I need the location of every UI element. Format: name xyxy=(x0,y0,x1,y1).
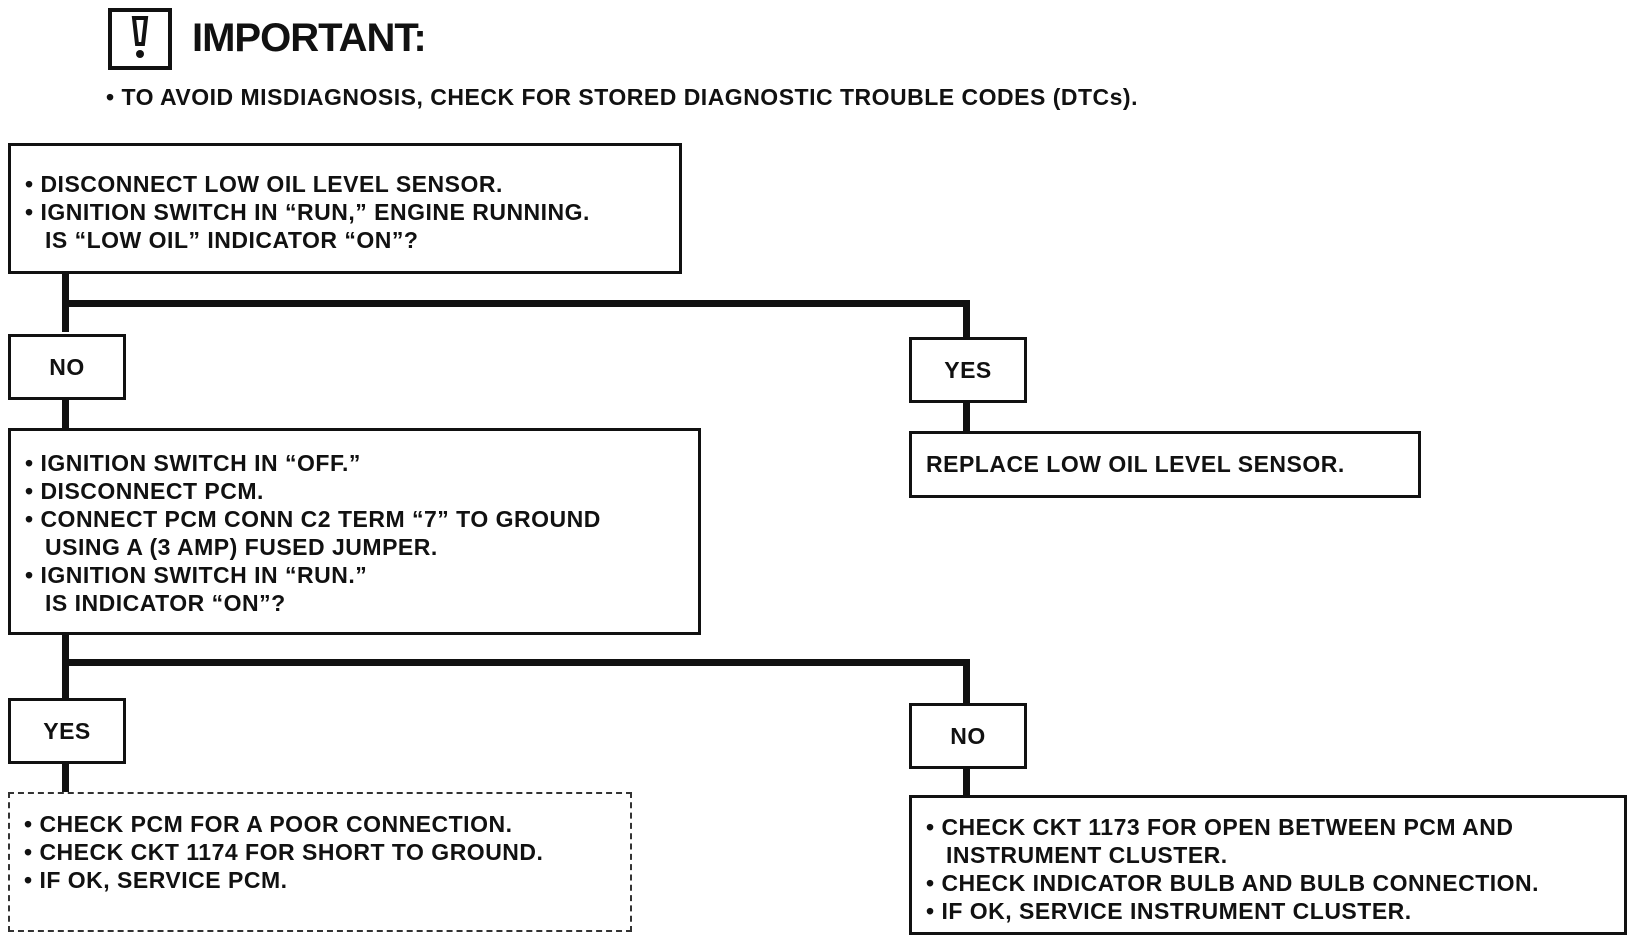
yes1-result-text: REPLACE LOW OIL LEVEL SENSOR. xyxy=(926,451,1345,477)
important-title: IMPORTANT: xyxy=(192,16,427,60)
connector-no2-down xyxy=(963,767,970,797)
step2-line-4: USING A (3 AMP) FUSED JUMPER. xyxy=(45,534,438,560)
important-note: • TO AVOID MISDIAGNOSIS, CHECK FOR STORE… xyxy=(106,84,1138,110)
no2-result-line-4: • IF OK, SERVICE INSTRUMENT CLUSTER. xyxy=(926,898,1412,924)
connector-step1-horizontal xyxy=(62,300,970,307)
no2-result-line-1: • CHECK CKT 1173 FOR OPEN BETWEEN PCM AN… xyxy=(926,814,1514,840)
important-exclamation-icon xyxy=(108,8,172,70)
connector-no1-down xyxy=(62,398,69,428)
step2-line-2: • DISCONNECT PCM. xyxy=(25,478,264,504)
connector-yes2-down xyxy=(62,762,69,792)
step2-yes-label: YES xyxy=(8,698,126,764)
connector-step2-right-down xyxy=(963,659,970,703)
step1-line-3: IS “LOW OIL” INDICATOR “ON”? xyxy=(45,227,419,253)
connector-step2-horizontal xyxy=(62,659,970,666)
no2-result-box: • CHECK CKT 1173 FOR OPEN BETWEEN PCM AN… xyxy=(909,795,1627,935)
no2-result-line-2: INSTRUMENT CLUSTER. xyxy=(946,842,1228,868)
yes2-result-box: • CHECK PCM FOR A POOR CONNECTION. • CHE… xyxy=(8,792,632,932)
step2-line-6: IS INDICATOR “ON”? xyxy=(45,590,286,616)
step2-line-3: • CONNECT PCM CONN C2 TERM “7” TO GROUND xyxy=(25,506,601,532)
yes2-result-line-3: • IF OK, SERVICE PCM. xyxy=(24,867,288,893)
step2-line-1: • IGNITION SWITCH IN “OFF.” xyxy=(25,450,361,476)
step2-no-label: NO xyxy=(909,703,1027,769)
step2-line-5: • IGNITION SWITCH IN “RUN.” xyxy=(25,562,368,588)
step1-line-2: • IGNITION SWITCH IN “RUN,” ENGINE RUNNI… xyxy=(25,199,590,225)
no2-result-line-3: • CHECK INDICATOR BULB AND BULB CONNECTI… xyxy=(926,870,1540,896)
yes2-result-line-2: • CHECK CKT 1174 FOR SHORT TO GROUND. xyxy=(24,839,544,865)
connector-step1-right-down xyxy=(963,300,970,338)
yes2-result-line-1: • CHECK PCM FOR A POOR CONNECTION. xyxy=(24,811,513,837)
step1-box: • DISCONNECT LOW OIL LEVEL SENSOR. • IGN… xyxy=(8,143,682,274)
step2-box: • IGNITION SWITCH IN “OFF.” • DISCONNECT… xyxy=(8,428,701,635)
exclamation-glyph xyxy=(131,16,149,58)
connector-yes1-down xyxy=(963,401,970,433)
step1-line-1: • DISCONNECT LOW OIL LEVEL SENSOR. xyxy=(25,171,503,197)
yes1-result-box: REPLACE LOW OIL LEVEL SENSOR. xyxy=(909,431,1421,498)
step1-no-label: NO xyxy=(8,334,126,400)
step1-yes-label: YES xyxy=(909,337,1027,403)
